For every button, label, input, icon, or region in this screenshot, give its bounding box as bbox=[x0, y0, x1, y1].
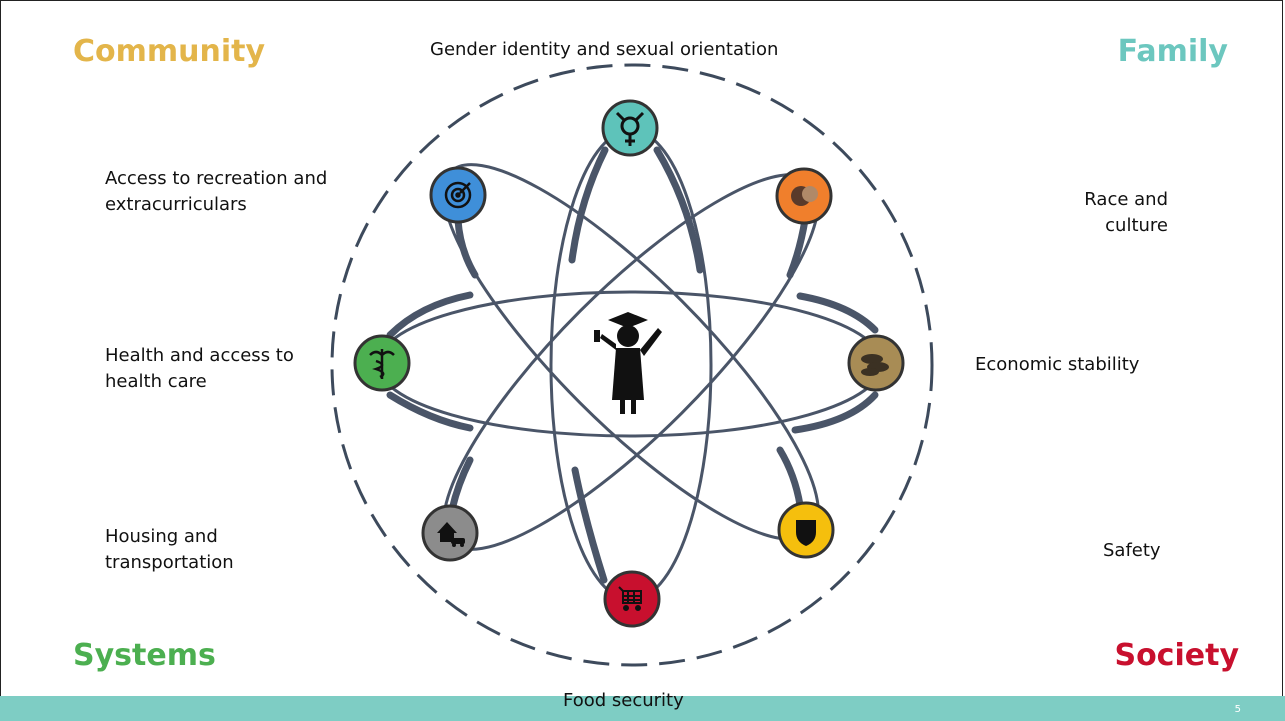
corner-family: Family bbox=[1117, 34, 1228, 69]
node-economic bbox=[847, 334, 905, 392]
corner-community: Community bbox=[73, 34, 266, 69]
label-health: Health and access to health care bbox=[105, 345, 294, 392]
target-icon bbox=[444, 181, 472, 209]
node-gender bbox=[601, 99, 659, 157]
label-housing: Housing and transportation bbox=[105, 526, 234, 573]
label-economic: Economic stability bbox=[975, 354, 1140, 375]
bottom-bar bbox=[0, 696, 1285, 721]
caduceus-icon bbox=[369, 349, 395, 379]
page-number: 5 bbox=[1234, 704, 1241, 715]
diverse-faces-icon bbox=[791, 186, 818, 206]
graduate-student-icon bbox=[594, 312, 662, 414]
corner-systems: Systems bbox=[73, 638, 216, 673]
node-safety bbox=[777, 501, 835, 559]
coins-icon bbox=[861, 354, 889, 376]
label-safety: Safety bbox=[1103, 540, 1161, 561]
gender-symbol-icon bbox=[615, 111, 645, 146]
node-race bbox=[775, 167, 833, 225]
corner-society: Society bbox=[1114, 638, 1239, 673]
node-housing bbox=[421, 504, 479, 562]
shield-icon bbox=[796, 520, 816, 546]
house-car-icon bbox=[437, 522, 465, 547]
label-race: Race and culture bbox=[1084, 189, 1168, 236]
shopping-cart-icon bbox=[618, 586, 642, 611]
node-recreation bbox=[429, 166, 487, 224]
label-recreation: Access to recreation and extracurricular… bbox=[105, 168, 328, 215]
label-food: Food security bbox=[563, 690, 684, 711]
node-food bbox=[603, 570, 661, 628]
label-gender: Gender identity and sexual orientation bbox=[430, 39, 779, 60]
outer-dashed-circle bbox=[330, 63, 934, 667]
node-health bbox=[353, 334, 411, 392]
